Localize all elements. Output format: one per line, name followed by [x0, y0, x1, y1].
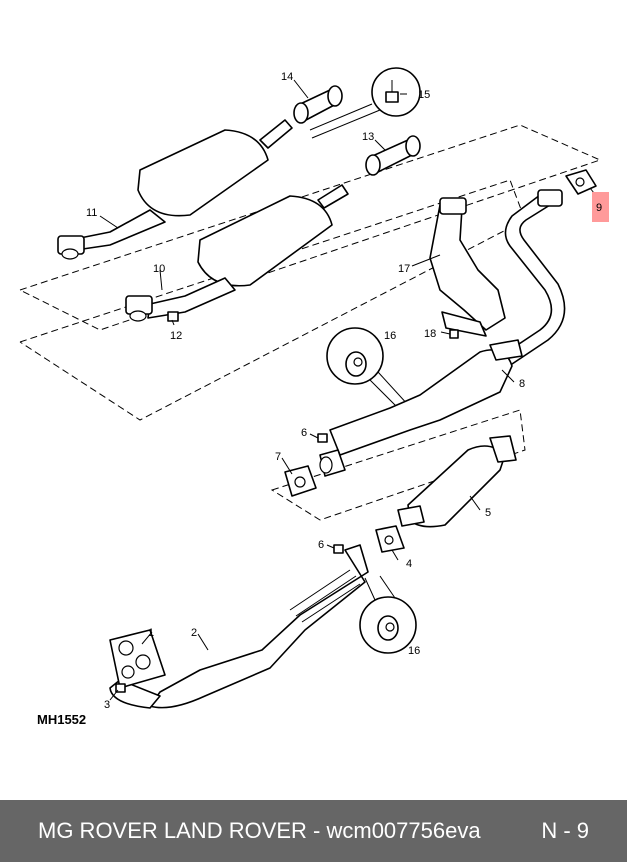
downpipe-17 [429, 197, 506, 337]
callout-5: 5 [485, 507, 491, 519]
callout-8: 8 [519, 378, 525, 390]
footer-caption: MG ROVER LAND ROVER - wcm007756eva [38, 818, 481, 843]
intermediate-pipe-8 [319, 339, 523, 477]
callout-13: 13 [362, 131, 374, 143]
callout-12: 12 [170, 330, 182, 342]
footer-bar: MG ROVER LAND ROVER - wcm007756eva N - 9 [0, 800, 627, 862]
bolt-15-detail [309, 67, 421, 139]
callout-1: 1 [148, 627, 154, 639]
rear-silencer-11 [57, 119, 293, 260]
diagram-code: MH1552 [37, 712, 87, 727]
callout-7: 7 [275, 451, 281, 463]
callout-6-upper: 6 [301, 427, 307, 439]
catalytic-converter-5 [397, 435, 517, 528]
mounting-rubber-16-lower [359, 575, 417, 654]
exhaust-system-diagram: 14 15 13 11 10 12 9 17 18 16 8 6 7 5 6 4… [18, 67, 609, 727]
callout-16-lower: 16 [408, 645, 420, 657]
callout-18: 18 [424, 328, 436, 340]
callout-9-highlight [592, 192, 609, 222]
callout-4: 4 [406, 558, 412, 570]
callout-14: 14 [281, 71, 293, 83]
rear-silencer-alt-group-outline [19, 179, 526, 421]
callout-11: 11 [86, 207, 97, 219]
gasket-7 [284, 465, 317, 497]
nut-18 [449, 329, 459, 339]
callout-10: 10 [153, 263, 165, 275]
callout-9: 9 [596, 202, 602, 214]
nut-12 [167, 311, 179, 322]
sleeve-13 [365, 135, 421, 176]
manifold-flange-1 [109, 629, 166, 689]
nut-6-lower [333, 544, 344, 554]
rear-silencer-10 [125, 184, 349, 322]
callout-3: 3 [104, 699, 110, 711]
rear-silencer-group-outline [18, 124, 602, 331]
callout-17: 17 [398, 263, 410, 275]
callout-2: 2 [191, 627, 197, 639]
front-pipe-group-outline [270, 409, 526, 521]
sleeve-14 [293, 85, 343, 124]
mounting-rubber-16-upper [326, 327, 421, 421]
callout-15: 15 [418, 89, 430, 101]
footer-page-number: N - 9 [541, 818, 589, 843]
intermediate-pipe [494, 189, 566, 373]
gasket-4 [375, 525, 405, 553]
callout-6-lower: 6 [318, 539, 324, 551]
callout-16-upper: 16 [384, 330, 396, 342]
nut-6-upper [317, 433, 328, 443]
nut-3 [115, 683, 126, 693]
leader-lines [99, 79, 599, 701]
gasket-9 [565, 169, 597, 195]
